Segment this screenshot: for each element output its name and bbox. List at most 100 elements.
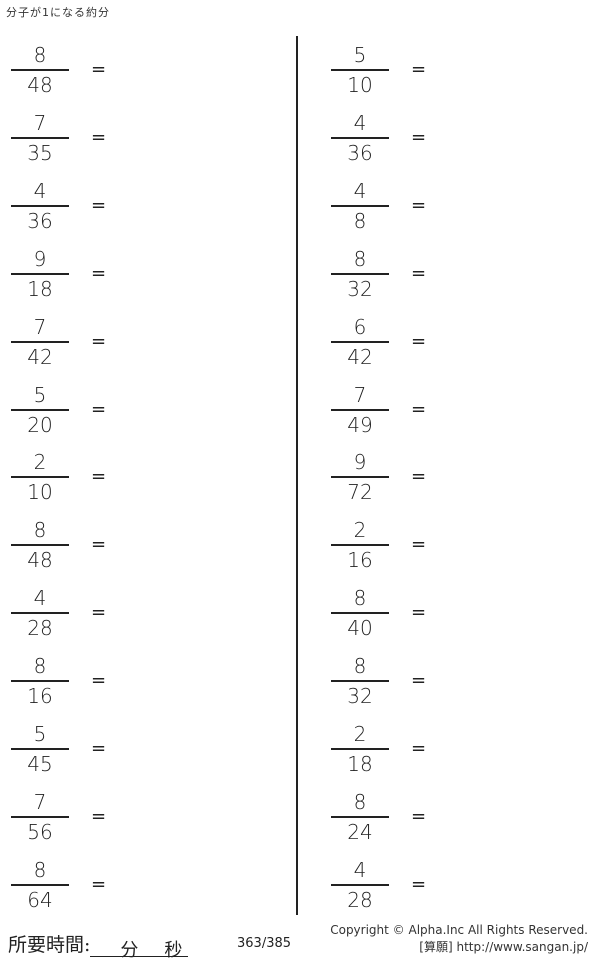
denominator: 36 bbox=[27, 208, 53, 233]
fraction-bar bbox=[11, 340, 69, 343]
fraction-bar bbox=[11, 815, 69, 818]
numerator: 8 bbox=[33, 518, 47, 543]
equals-sign: = bbox=[411, 398, 427, 420]
numerator: 8 bbox=[33, 43, 47, 67]
denominator: 20 bbox=[27, 412, 53, 437]
fraction-bar bbox=[11, 272, 69, 275]
numerator: 5 bbox=[353, 43, 367, 67]
fraction-problem: 6 42 = bbox=[331, 317, 461, 377]
equals-sign: = bbox=[411, 330, 427, 352]
fraction-bar bbox=[331, 204, 389, 207]
fraction-problem: 2 16 = bbox=[331, 520, 461, 580]
numerator: 2 bbox=[33, 450, 47, 475]
fraction-bar bbox=[11, 136, 69, 139]
denominator: 16 bbox=[347, 548, 373, 573]
denominator: 8 bbox=[353, 208, 367, 233]
fraction-bar bbox=[331, 340, 389, 343]
numerator: 2 bbox=[353, 518, 367, 543]
equals-sign: = bbox=[411, 873, 427, 895]
numerator: 9 bbox=[33, 246, 47, 271]
time-blank: 分秒 bbox=[90, 936, 189, 961]
site-link[interactable]: [算願] http://www.sangan.jp/ bbox=[419, 940, 588, 954]
denominator: 28 bbox=[347, 887, 373, 912]
fraction-problem: 7 56 = bbox=[11, 792, 141, 852]
equals-sign: = bbox=[91, 738, 107, 759]
fraction-problem: 8 24 = bbox=[331, 792, 461, 852]
numerator: 4 bbox=[33, 178, 47, 203]
denominator: 18 bbox=[347, 752, 373, 776]
fraction-bar bbox=[331, 408, 389, 411]
denominator: 24 bbox=[347, 819, 373, 844]
fraction-bar bbox=[331, 748, 389, 750]
numerator: 2 bbox=[353, 722, 367, 746]
equals-sign: = bbox=[411, 534, 427, 556]
equals-sign: = bbox=[91, 805, 107, 827]
equals-sign: = bbox=[411, 805, 427, 827]
fraction-bar bbox=[11, 408, 69, 411]
denominator: 42 bbox=[27, 344, 53, 369]
denominator: 56 bbox=[27, 819, 53, 844]
denominator: 28 bbox=[27, 616, 53, 641]
equals-sign: = bbox=[91, 602, 107, 624]
fraction-bar bbox=[331, 815, 389, 818]
equals-sign: = bbox=[411, 670, 427, 692]
denominator: 35 bbox=[27, 140, 53, 165]
fraction-bar bbox=[331, 272, 389, 275]
numerator: 8 bbox=[353, 246, 367, 271]
numerator: 8 bbox=[33, 857, 47, 882]
denominator: 10 bbox=[347, 73, 373, 97]
fraction-problem: 9 72 = bbox=[331, 452, 461, 512]
numerator: 4 bbox=[353, 178, 367, 203]
denominator: 42 bbox=[347, 344, 373, 369]
denominator: 72 bbox=[347, 480, 373, 505]
minutes-label: 分 bbox=[120, 940, 139, 961]
seconds-label: 秒 bbox=[164, 940, 183, 961]
equals-sign: = bbox=[91, 194, 107, 216]
numerator: 9 bbox=[353, 450, 367, 475]
equals-sign: = bbox=[411, 126, 427, 148]
numerator: 8 bbox=[353, 789, 367, 814]
equals-sign: = bbox=[91, 262, 107, 284]
equals-sign: = bbox=[91, 398, 107, 420]
denominator: 49 bbox=[347, 412, 373, 437]
fraction-bar bbox=[331, 136, 389, 139]
fraction-bar bbox=[11, 69, 69, 71]
fraction-bar bbox=[331, 680, 389, 683]
denominator: 64 bbox=[27, 887, 53, 912]
fraction-bar bbox=[11, 204, 69, 207]
fraction-bar bbox=[11, 748, 69, 750]
time-label: 所要時間: bbox=[8, 934, 91, 956]
numerator: 6 bbox=[353, 314, 367, 339]
equals-sign: = bbox=[91, 59, 107, 80]
fraction-bar bbox=[11, 544, 69, 547]
numerator: 5 bbox=[33, 722, 47, 746]
equals-sign: = bbox=[411, 466, 427, 488]
fraction-bar bbox=[331, 544, 389, 547]
denominator: 48 bbox=[27, 548, 53, 573]
fraction-problem: 8 48 = bbox=[11, 45, 141, 105]
fraction-problem: 4 36 = bbox=[11, 181, 141, 241]
copyright: Copyright © Alpha.Inc All Rights Reserve… bbox=[330, 922, 588, 956]
fraction-bar bbox=[331, 69, 389, 71]
numerator: 7 bbox=[33, 789, 47, 814]
numerator: 8 bbox=[353, 654, 367, 679]
denominator: 48 bbox=[27, 73, 53, 97]
denominator: 40 bbox=[347, 616, 373, 641]
equals-sign: = bbox=[91, 126, 107, 148]
fraction-bar bbox=[331, 883, 389, 886]
numerator: 4 bbox=[33, 586, 47, 611]
